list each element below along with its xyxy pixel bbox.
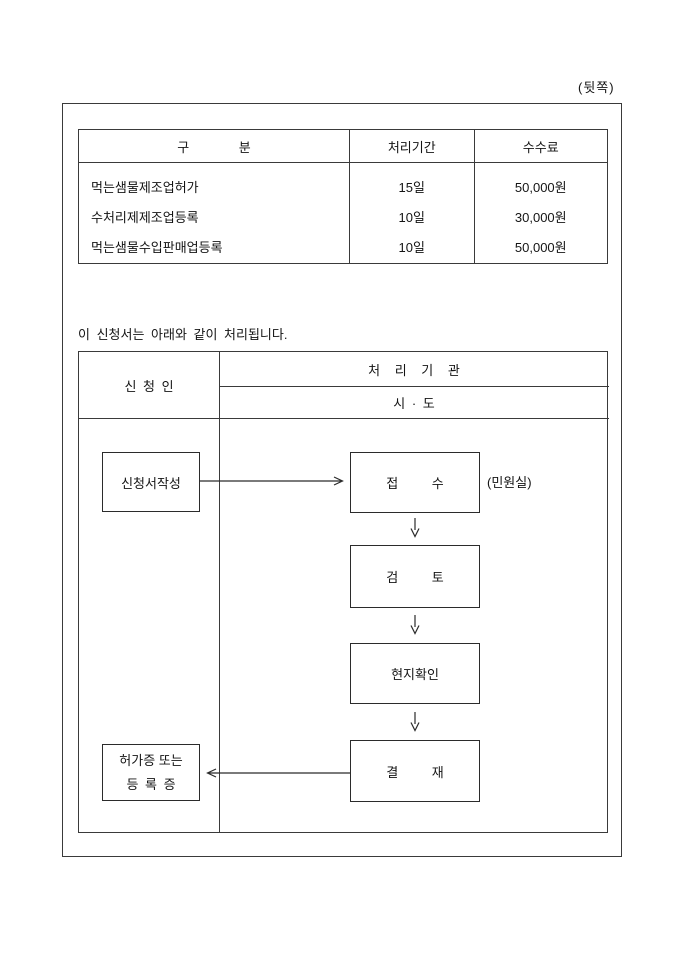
arrow-down-icon — [410, 712, 420, 732]
flow-header-applicant: 신 청 인 — [79, 352, 219, 419]
fee-row-3-category: 먹는샘물수입판매업등록 — [91, 240, 223, 255]
flow-header-agency-sub: 시 · 도 — [219, 387, 609, 419]
fee-column-fee: 50,000원 30,000원 50,000원 — [473, 163, 607, 263]
fee-column-period: 15일 10일 10일 — [349, 163, 474, 263]
fee-row-1-period: 15일 — [398, 180, 425, 195]
receive-note: (민원실) — [487, 475, 532, 490]
fee-column-category: 먹는샘물제조업허가 수처리제제조업등록 먹는샘물수입판매업등록 — [79, 163, 349, 263]
flow-box-write-application: 신청서작성 — [102, 452, 200, 512]
flow-box-site-check: 현지확인 — [350, 643, 480, 704]
fee-table-body: 먹는샘물제조업허가 수처리제제조업등록 먹는샘물수입판매업등록 15일 10일 … — [79, 163, 607, 263]
arrow-right-icon — [200, 476, 344, 486]
flow-box-review: 검 토 — [350, 545, 480, 608]
flow-box-receive: 접 수 — [350, 452, 480, 513]
flow-box-approve: 결 재 — [350, 740, 480, 802]
fee-header-fee: 수수료 — [473, 130, 608, 162]
arrow-left-icon — [206, 768, 350, 778]
fee-header-period: 처리기간 — [348, 130, 474, 162]
fee-row-2-fee: 30,000원 — [514, 210, 567, 225]
intro-text: 이 신청서는 아래와 같이 처리됩니다. — [78, 327, 288, 342]
arrow-down-icon — [410, 615, 420, 635]
fee-row-1-category: 먹는샘물제조업허가 — [91, 180, 199, 195]
fee-row-1-fee: 50,000원 — [514, 180, 567, 195]
fee-row-2-category: 수처리제제조업등록 — [91, 210, 199, 225]
fee-table: 구 분 처리기간 수수료 먹는샘물제조업허가 수처리제제조업등록 먹는샘물수입판… — [78, 129, 608, 264]
result-certificate-line2: 등 록 증 — [126, 776, 176, 792]
result-certificate-line1: 허가증 또는 — [119, 752, 183, 768]
page-border: 구 분 처리기간 수수료 먹는샘물제조업허가 수처리제제조업등록 먹는샘물수입판… — [62, 103, 622, 857]
arrow-down-icon — [410, 518, 420, 538]
flow-table: 신 청 인 처 리 기 관 시 · 도 신청서작성 접 수 (민원실) 검 토 … — [78, 351, 609, 833]
fee-row-3-fee: 50,000원 — [514, 240, 567, 255]
fee-row-3-period: 10일 — [398, 240, 425, 255]
fee-header-category: 구 분 — [177, 139, 251, 155]
flow-header-agency: 처 리 기 관 — [219, 352, 609, 387]
flow-column-divider — [219, 352, 220, 832]
back-side-label: (뒷쪽) — [578, 80, 615, 95]
fee-row-2-period: 10일 — [398, 210, 425, 225]
flow-box-result-certificate: 허가증 또는 등 록 증 — [102, 744, 200, 801]
fee-table-header-row: 구 분 처리기간 수수료 — [79, 130, 607, 163]
